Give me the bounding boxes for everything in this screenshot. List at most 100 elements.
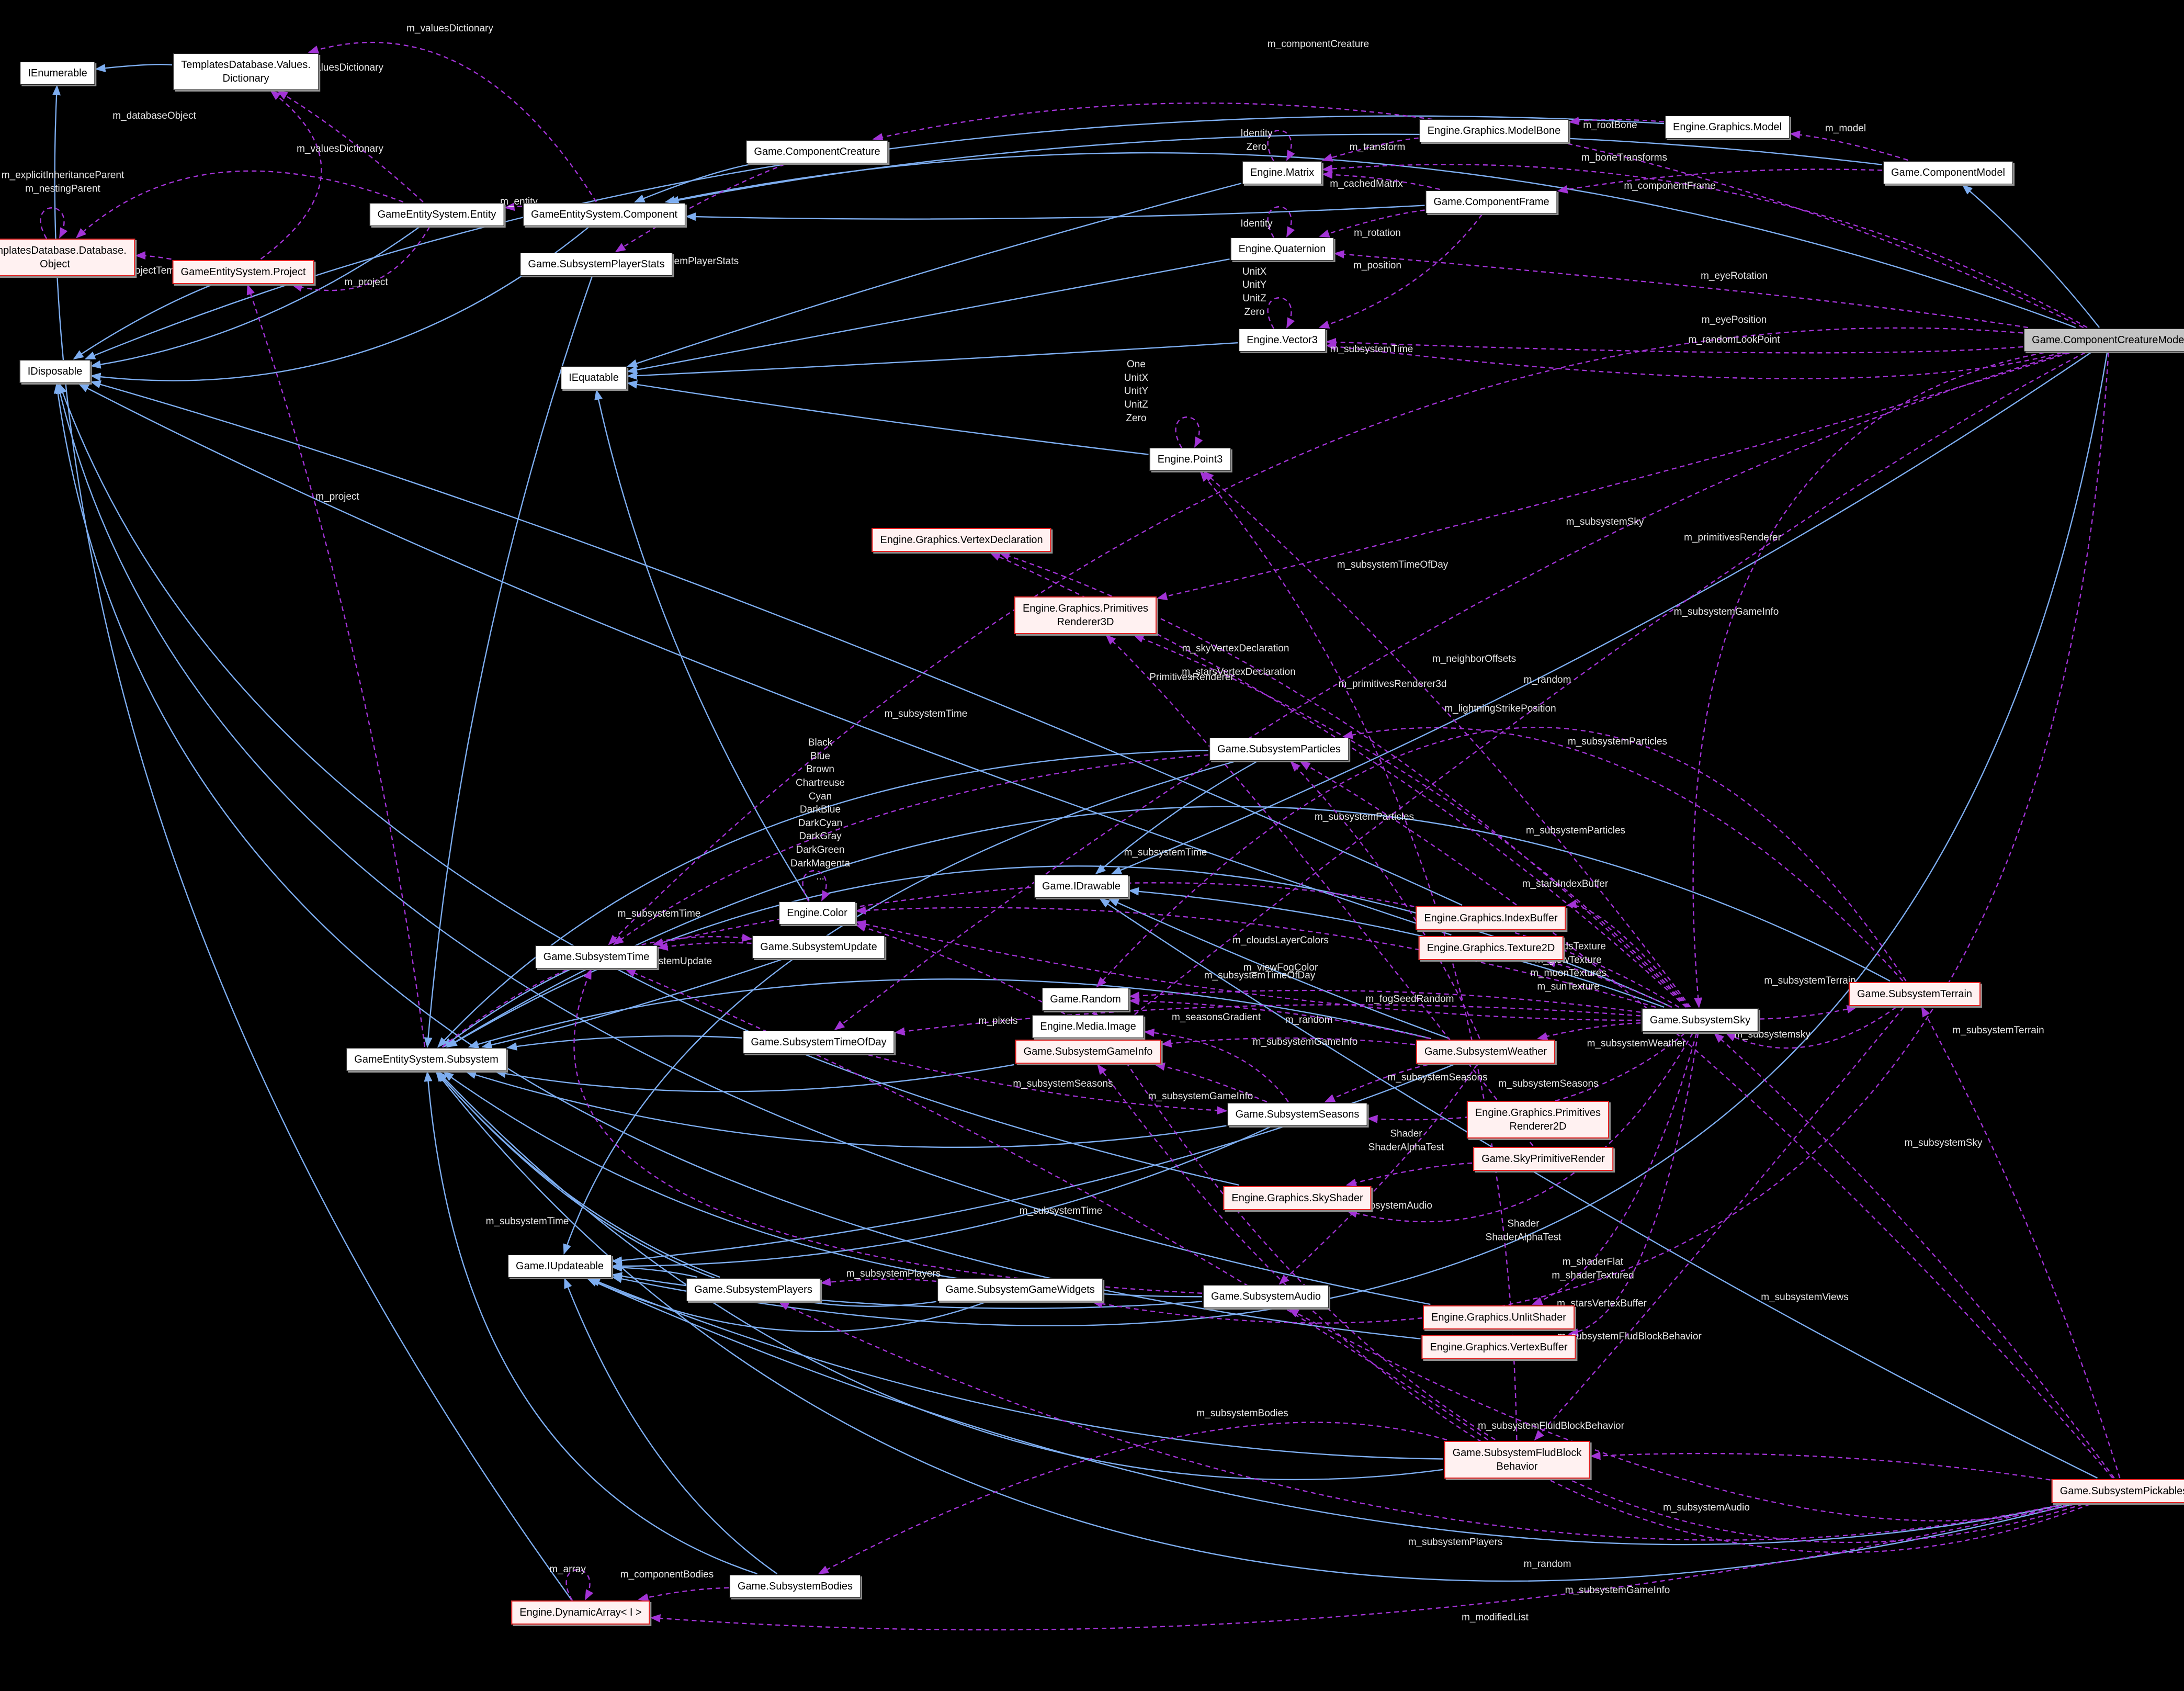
node-compmodel[interactable]: Game.ComponentModel — [1883, 161, 2013, 184]
edge-label: m_subsystemSky — [1566, 516, 1644, 528]
node-dynarray[interactable]: Engine.DynamicArray< I > — [511, 1600, 650, 1625]
node-unlitshader[interactable]: Engine.Graphics.UnlitShader — [1423, 1305, 1575, 1329]
usage-edge-creaturemodel-time — [608, 327, 2023, 945]
node-vector3[interactable]: Engine.Vector3 — [1239, 329, 1326, 352]
node-vertexbuffer[interactable]: Engine.Graphics.VertexBuffer — [1421, 1335, 1576, 1359]
usage-edge-weather-seasons — [1324, 1064, 1428, 1103]
usage-edge-creaturemodel-vector3 — [1326, 342, 2062, 379]
node-timeofday[interactable]: Game.SubsystemTimeOfDay — [743, 1031, 895, 1054]
node-project[interactable]: GameEntitySystem.Project — [172, 260, 314, 284]
edge-label: m_subsystemGameInfo — [1565, 1585, 1670, 1596]
node-terrain[interactable]: Game.SubsystemTerrain — [1848, 982, 1981, 1006]
edge-label: m_subsystemParticles — [1525, 825, 1626, 837]
edge-label: m_subsystemSeasons — [1013, 1078, 1113, 1090]
node-weather[interactable]: Game.SubsystemWeather — [1416, 1040, 1556, 1064]
node-bodies[interactable]: Game.SubsystemBodies — [729, 1575, 861, 1598]
inheritance-edge-unlitshader-idisposable — [55, 383, 1431, 1305]
node-point3[interactable]: Engine.Point3 — [1149, 448, 1231, 471]
node-color[interactable]: Engine.Color — [779, 901, 855, 925]
usage-edge-compmodel-model — [1790, 130, 1908, 161]
node-sky[interactable]: Game.SubsystemSky — [1641, 1008, 1759, 1032]
node-fludblock[interactable]: Game.SubsystemFludBlock Behavior — [1444, 1441, 1590, 1479]
node-component[interactable]: GameEntitySystem.Component — [523, 203, 686, 226]
node-image[interactable]: Engine.Media.Image — [1032, 1015, 1144, 1038]
usage-edge-entity-dbobject — [75, 170, 404, 239]
self-loop-edge-point3 — [1175, 416, 1203, 448]
edge-label: m_starsVertexBuffer — [1557, 1298, 1647, 1310]
edge-label: m_boneTransforms — [1581, 152, 1668, 164]
node-pickables[interactable]: Game.SubsystemPickables — [2051, 1479, 2184, 1503]
self-loop-edge-dbobject — [40, 207, 68, 239]
node-skyprim[interactable]: Game.SkyPrimitiveRender — [1473, 1147, 1613, 1171]
usage-edge-skyprim-skyshader — [1345, 1162, 1473, 1187]
edge-label: m_transform — [1349, 142, 1406, 153]
node-idisposable[interactable]: IDisposable — [19, 360, 90, 383]
edge-label: m_subsystemTime — [1330, 344, 1413, 355]
edge-label: Identity Zero — [1240, 128, 1273, 152]
node-entity[interactable]: GameEntitySystem.Entity — [369, 203, 504, 226]
inheritance-edge-creaturemodel-compmodel — [1962, 184, 2100, 328]
inheritance-edge-skyshader-idisposable — [59, 383, 1239, 1186]
usage-edge-entity-valuesdict — [277, 90, 424, 202]
inheritance-edge-creaturemodel-idrawable — [1111, 352, 2091, 875]
node-quaternion[interactable]: Engine.Quaternion — [1230, 238, 1334, 261]
node-gameinfo[interactable]: Game.SubsystemGameInfo — [1015, 1040, 1161, 1064]
node-modelbone[interactable]: Engine.Graphics.ModelBone — [1419, 119, 1569, 142]
node-ienumerable[interactable]: IEnumerable — [20, 62, 95, 85]
node-players[interactable]: Game.SubsystemPlayers — [686, 1278, 820, 1301]
usage-edge-weather-audio — [1278, 1064, 1478, 1285]
node-seasons[interactable]: Game.SubsystemSeasons — [1227, 1103, 1367, 1126]
edge-label: m_subsystemFludBlockBehavior — [1557, 1331, 1702, 1343]
node-model[interactable]: Engine.Graphics.Model — [1665, 116, 1790, 139]
inheritance-edge-seasons-iupdateable — [612, 1126, 1271, 1270]
node-pr2d[interactable]: Engine.Graphics.Primitives Renderer2D — [1466, 1101, 1610, 1138]
edge-label: m_rootBone — [1583, 120, 1637, 131]
inheritance-edge-pickables-subsystem — [435, 1071, 2073, 1582]
node-particles[interactable]: Game.SubsystemParticles — [1209, 738, 1349, 761]
node-texture2d[interactable]: Engine.Graphics.Texture2D — [1418, 936, 1564, 960]
edge-label: One UnitX UnitY UnitZ Zero — [1242, 253, 1267, 318]
inheritance-edge-time-subsystem — [442, 968, 570, 1048]
node-creaturemodel[interactable]: Game.ComponentCreatureModel — [2024, 329, 2184, 352]
usage-edge-terrain-fludblock — [1534, 1007, 1905, 1441]
node-skyshader[interactable]: Engine.Graphics.SkyShader — [1223, 1186, 1372, 1210]
node-pr3d[interactable]: Engine.Graphics.Primitives Renderer3D — [1014, 596, 1157, 634]
node-vertexdecl[interactable]: Engine.Graphics.VertexDeclaration — [872, 528, 1051, 552]
node-dbobject[interactable]: TemplatesDatabase.Database. Object — [0, 239, 135, 276]
node-valuesdict[interactable]: TemplatesDatabase.Values. Dictionary — [173, 53, 319, 90]
node-matrix[interactable]: Engine.Matrix — [1242, 161, 1322, 184]
edge-label: m_project — [344, 277, 388, 288]
node-time[interactable]: Game.SubsystemTime — [535, 945, 658, 968]
edge-label: m_primitivesRenderer — [1684, 532, 1781, 544]
node-indexbuffer[interactable]: Engine.Graphics.IndexBuffer — [1416, 906, 1566, 930]
node-iequatable[interactable]: IEquatable — [561, 366, 627, 389]
node-gamewidgets[interactable]: Game.SubsystemGameWidgets — [937, 1278, 1103, 1301]
node-compframe[interactable]: Game.ComponentFrame — [1425, 190, 1557, 213]
usage-edge-gamewidgets-players — [820, 1278, 937, 1287]
inheritance-edge-particles-idrawable — [1095, 761, 1257, 875]
usage-edge-sky-timeofday — [894, 1004, 1641, 1036]
node-subsystem[interactable]: GameEntitySystem.Subsystem — [346, 1048, 506, 1071]
node-update[interactable]: Game.SubsystemUpdate — [752, 935, 885, 959]
inheritance-edge-dynarray-ienumerable — [52, 85, 572, 1600]
inheritance-edge-pickables-idrawable — [1099, 898, 2098, 1479]
node-idrawable[interactable]: Game.IDrawable — [1034, 875, 1129, 898]
usage-edge-terrain-particles — [1342, 727, 1904, 982]
inheritance-edge-gameinfo-subsystem — [495, 1064, 1014, 1092]
edge-label: m_pixels — [978, 1016, 1018, 1027]
usage-edge-sky-pr3d — [1133, 634, 1689, 1008]
usage-edge-project-dbobject — [135, 251, 172, 260]
edge-label: m_model — [1825, 123, 1866, 134]
usage-edge-seasons-image — [1144, 1028, 1289, 1102]
node-playerstats[interactable]: Game.SubsystemPlayerStats — [520, 253, 673, 276]
usage-edge-component-valuesdict — [308, 41, 597, 202]
node-iupdateable[interactable]: Game.IUpdateable — [508, 1255, 612, 1278]
node-compcreature[interactable]: Game.ComponentCreature — [746, 140, 888, 163]
inheritance-edge-playerstats-subsystem — [424, 276, 593, 1048]
usage-edge-compcreature-playerstats — [615, 163, 785, 253]
usage-edge-sky-terrain — [1759, 1005, 1858, 1020]
usage-edge-sky-vertexbuffer — [1568, 1033, 1699, 1337]
node-random[interactable]: Game.Random — [1042, 988, 1129, 1011]
node-audio[interactable]: Game.SubsystemAudio — [1203, 1285, 1329, 1308]
